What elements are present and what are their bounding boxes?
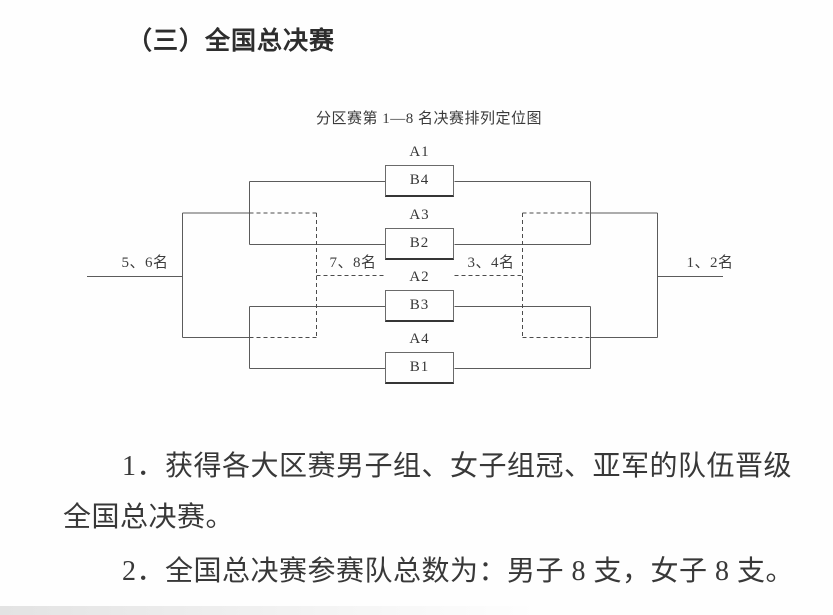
match-2: A3 B2 — [385, 206, 454, 260]
match-1: A1 B4 — [385, 143, 454, 197]
section-heading: （三）全国总决赛 — [127, 28, 336, 55]
match-box-3: B3 — [385, 290, 454, 322]
team-label-a2: A2 — [409, 269, 430, 285]
label-places-5-6: 5、6名 — [121, 255, 169, 271]
label-places-1-2: 1、2名 — [686, 255, 734, 271]
team-label-b1: B1 — [409, 359, 430, 375]
paragraph-2-line-1: 2．全国总决赛参赛队总数为：男子 8 支，女子 8 支。 — [122, 556, 795, 587]
paragraph-1-line-1: 1．获得各大区赛男子组、女子组冠、亚军的队伍晋级 — [122, 451, 793, 482]
match-box-1: B4 — [385, 165, 454, 197]
match-box-2: B2 — [385, 228, 454, 260]
scan-artifact-strip — [0, 606, 833, 615]
label-places-7-8: 7、8名 — [329, 255, 377, 271]
team-label-a3: A3 — [409, 207, 430, 223]
match-4: A4 B1 — [385, 330, 454, 384]
team-label-b4: B4 — [409, 172, 430, 188]
team-label-b2: B2 — [409, 235, 430, 251]
team-label-a1: A1 — [409, 144, 430, 160]
match-3: A2 B3 — [385, 268, 454, 322]
team-label-b3: B3 — [409, 297, 430, 313]
team-label-a4: A4 — [409, 331, 430, 347]
diagram-caption: 分区赛第 1—8 名决赛排列定位图 — [315, 111, 543, 127]
match-box-4: B1 — [385, 352, 454, 384]
paragraph-1-line-2: 全国总决赛。 — [63, 502, 235, 533]
label-places-3-4: 3、4名 — [467, 255, 515, 271]
